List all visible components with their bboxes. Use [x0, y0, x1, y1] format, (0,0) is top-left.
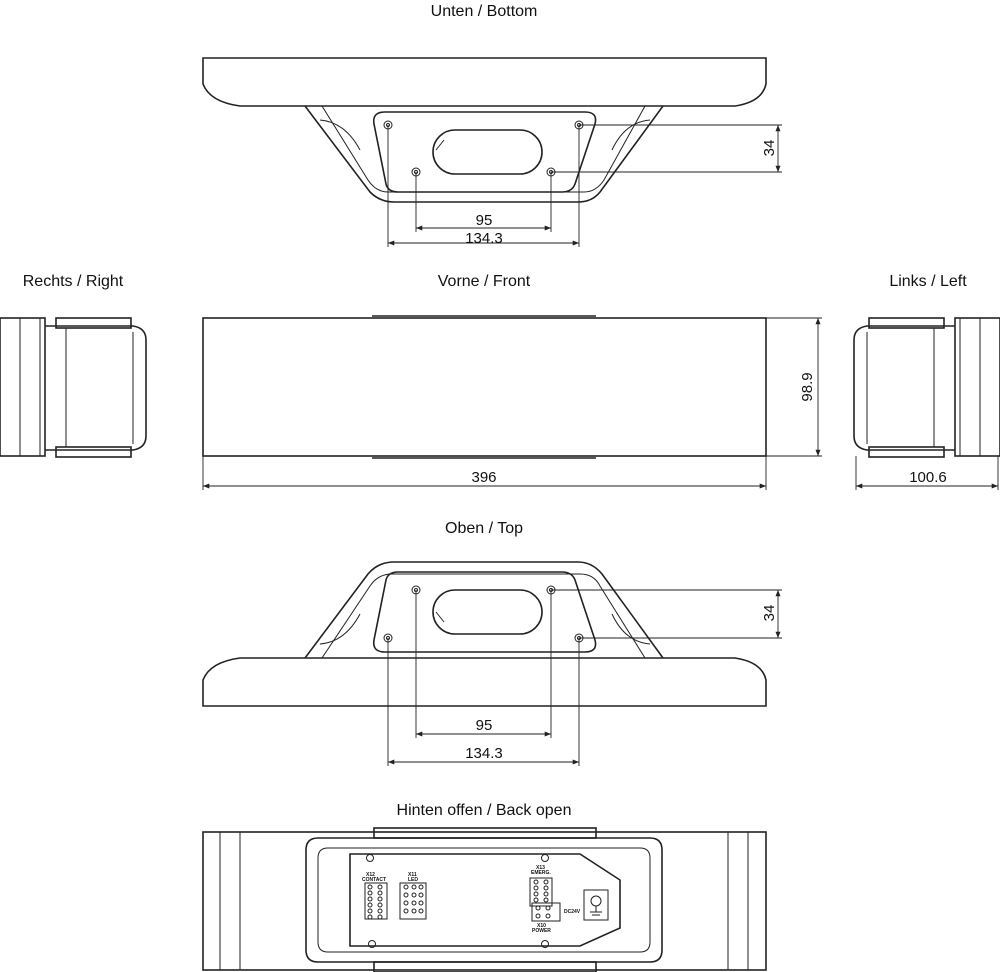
svg-text:DC24V: DC24V: [564, 909, 581, 915]
bottom-mount-plate: [372, 111, 597, 193]
svg-text:EMERG.: EMERG.: [531, 870, 551, 876]
terminal-x12: X12 CONTACT: [362, 872, 388, 920]
svg-text:X10: X10: [537, 923, 546, 929]
left-view-title: Links / Left: [889, 273, 967, 290]
top-dim-height: 34: [761, 605, 778, 622]
top-dim-inner: 95: [476, 717, 493, 734]
top-dim-outer: 134.3: [465, 745, 503, 762]
back-view: Hinten offen / Back open: [202, 802, 767, 972]
bottom-plate: [202, 57, 767, 107]
svg-text:POWER: POWER: [532, 928, 551, 934]
svg-text:X13: X13: [536, 865, 545, 871]
bottom-dim-inner: 95: [476, 212, 493, 229]
bottom-dim-outer: 134.3: [465, 230, 503, 247]
svg-text:LED: LED: [408, 877, 418, 883]
top-plate: [202, 657, 767, 707]
left-dim-depth: 100.6: [909, 469, 947, 486]
bottom-view: Unten / Bottom 34 95 134.3: [202, 3, 782, 247]
svg-text:X12: X12: [366, 872, 375, 878]
ground-connector: [583, 889, 609, 921]
top-view-title: Oben / Top: [445, 520, 523, 537]
right-view-title: Rechts / Right: [23, 273, 124, 290]
terminal-x13: X13 EMERG.: [529, 865, 553, 907]
pcb-board: [349, 853, 621, 947]
bottom-legs: [304, 105, 664, 203]
terminal-x10: X10 POWER DC24V: [531, 902, 581, 934]
back-view-title: Hinten offen / Back open: [397, 802, 572, 819]
svg-text:CONTACT: CONTACT: [362, 877, 386, 883]
bottom-slot: [432, 129, 543, 175]
bottom-view-title: Unten / Bottom: [431, 3, 538, 20]
front-view: Vorne / Front 98.9 396: [202, 273, 822, 490]
top-view: Oben / Top 34 95 134.3: [202, 520, 782, 766]
front-dim-height: 98.9: [799, 372, 816, 401]
bottom-dim-height: 34: [761, 140, 778, 157]
front-dim-width: 396: [471, 469, 496, 486]
left-view: Links / Left 100.6: [853, 273, 1000, 490]
right-view: Rechts / Right: [0, 273, 147, 458]
terminal-x11: X11 LED: [399, 872, 427, 920]
front-view-title: Vorne / Front: [438, 273, 531, 290]
svg-text:X11: X11: [408, 872, 417, 878]
